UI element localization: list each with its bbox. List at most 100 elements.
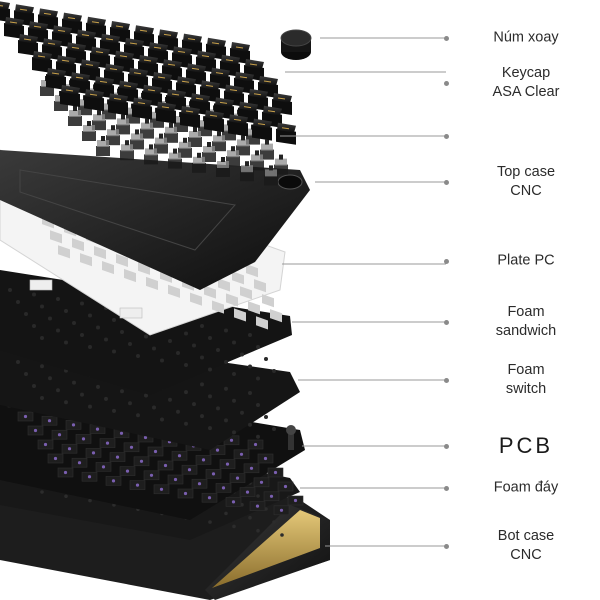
foam-hole <box>136 354 140 358</box>
keycap-icon <box>32 51 52 73</box>
pcb-switch-pad <box>143 470 160 481</box>
foam-hole <box>64 309 68 313</box>
foam-hole <box>256 376 260 381</box>
plate-switch-cutout <box>248 301 260 315</box>
foam-hole <box>88 313 92 318</box>
callout-label: Núm xoay <box>493 29 559 46</box>
pcb-switch-pad <box>249 501 266 511</box>
keycap-icon <box>108 93 128 116</box>
foam-hole <box>40 490 44 494</box>
foam-hole <box>176 351 180 355</box>
foam-hole <box>224 418 228 423</box>
foam-hole <box>280 533 284 537</box>
keycap-icon <box>228 114 248 137</box>
plate-switch-cutout <box>102 261 114 275</box>
pcb-switch-pad <box>37 439 54 450</box>
foam-hole <box>200 324 204 328</box>
foam-hole <box>272 427 276 431</box>
mechanical-switch-icon <box>96 136 110 156</box>
pcb-switch-pad <box>119 466 136 476</box>
foam-hole <box>224 386 228 391</box>
plate-switch-cutout <box>240 286 252 300</box>
pcb-switch-pad <box>191 478 208 489</box>
pcb-switch-pad <box>41 415 58 426</box>
mechanical-switch-icon <box>92 110 106 131</box>
keycap-icon <box>84 89 104 112</box>
plate-switch-cutout <box>218 278 230 292</box>
keycap-icon <box>158 29 178 52</box>
foam-hole <box>96 384 100 389</box>
foam-hole <box>88 345 92 349</box>
keycap-icon <box>62 12 82 35</box>
pcb-switch-pad <box>229 473 246 483</box>
pcb-switch-pad <box>253 477 270 488</box>
top-case-layer <box>0 150 310 290</box>
foam-hole <box>112 318 116 322</box>
foam-hole <box>264 357 268 361</box>
pcb-switch-pad <box>243 463 260 474</box>
mechanical-switch-icon <box>68 106 82 126</box>
keycap-icon <box>132 97 152 120</box>
plate-switch-cutout <box>94 246 106 260</box>
foam-hole <box>240 352 244 357</box>
pcb-switch-pad <box>215 483 232 493</box>
pcb-switch-pad <box>85 448 102 458</box>
foam-hole <box>232 372 236 376</box>
foam-hole <box>24 372 28 376</box>
keycap-icon <box>18 34 38 56</box>
callout-switch <box>440 116 600 156</box>
pcb-switch-pad <box>95 462 112 472</box>
keycap-icon <box>204 110 224 133</box>
foam-hole <box>224 328 228 333</box>
foam-hole <box>224 511 228 516</box>
mechanical-switch-icon <box>188 127 202 147</box>
foam-hole <box>80 392 84 397</box>
foam-hole <box>208 426 212 431</box>
pcb-switch-pad <box>171 450 188 461</box>
keycap-icon <box>124 38 144 60</box>
foam-hole <box>232 340 236 345</box>
foam-hole <box>216 406 220 411</box>
pcb-switch-pad <box>195 455 212 465</box>
mechanical-switch-icon <box>130 129 144 150</box>
pcb-switch-pad <box>205 469 222 479</box>
plate-switch-cutout <box>232 271 244 285</box>
callout-foam-switch: Foam switch <box>440 360 600 400</box>
plate-switch-cutout <box>146 276 158 290</box>
foam-hole <box>176 409 180 414</box>
foam-hole <box>160 417 164 422</box>
pcb-switch-pad <box>167 474 184 485</box>
plate-switch-cutout <box>58 245 70 259</box>
callout-foam-bottom: Foam đáy <box>440 468 600 508</box>
pcb-switch-pad <box>219 459 236 469</box>
plate-switch-cutout <box>204 285 216 299</box>
foam-hole <box>8 288 12 292</box>
mechanical-switch-icon <box>192 152 206 173</box>
foam-hole <box>104 337 108 342</box>
pcb-switch-pad <box>99 438 116 448</box>
pcb-switch-pad <box>177 488 194 499</box>
pcb-switch-pad <box>147 446 164 457</box>
mechanical-switch-icon <box>226 146 240 167</box>
plate-switch-cutout <box>234 308 246 322</box>
foam-hole <box>24 312 28 316</box>
pcb-switch-pad <box>27 425 44 436</box>
plate-switch-cutout <box>212 300 224 314</box>
mechanical-switch-icon <box>260 139 274 160</box>
pcb-switch-pad <box>133 456 150 467</box>
foam-hole <box>256 345 260 349</box>
callout-knob: Núm xoay <box>440 18 600 58</box>
mechanical-switch-icon <box>216 157 230 177</box>
pcb-switch-pad <box>287 495 304 506</box>
foam-hole <box>32 324 36 328</box>
foam-hole <box>72 321 76 325</box>
foam-hole <box>224 360 228 364</box>
callout-pcb: PCB <box>440 426 600 466</box>
keycap-icon <box>60 85 80 107</box>
rotary-knob-icon <box>280 29 312 60</box>
foam-hole <box>232 430 236 435</box>
keycap-icon <box>4 17 24 39</box>
mechanical-switch-icon <box>202 142 216 162</box>
